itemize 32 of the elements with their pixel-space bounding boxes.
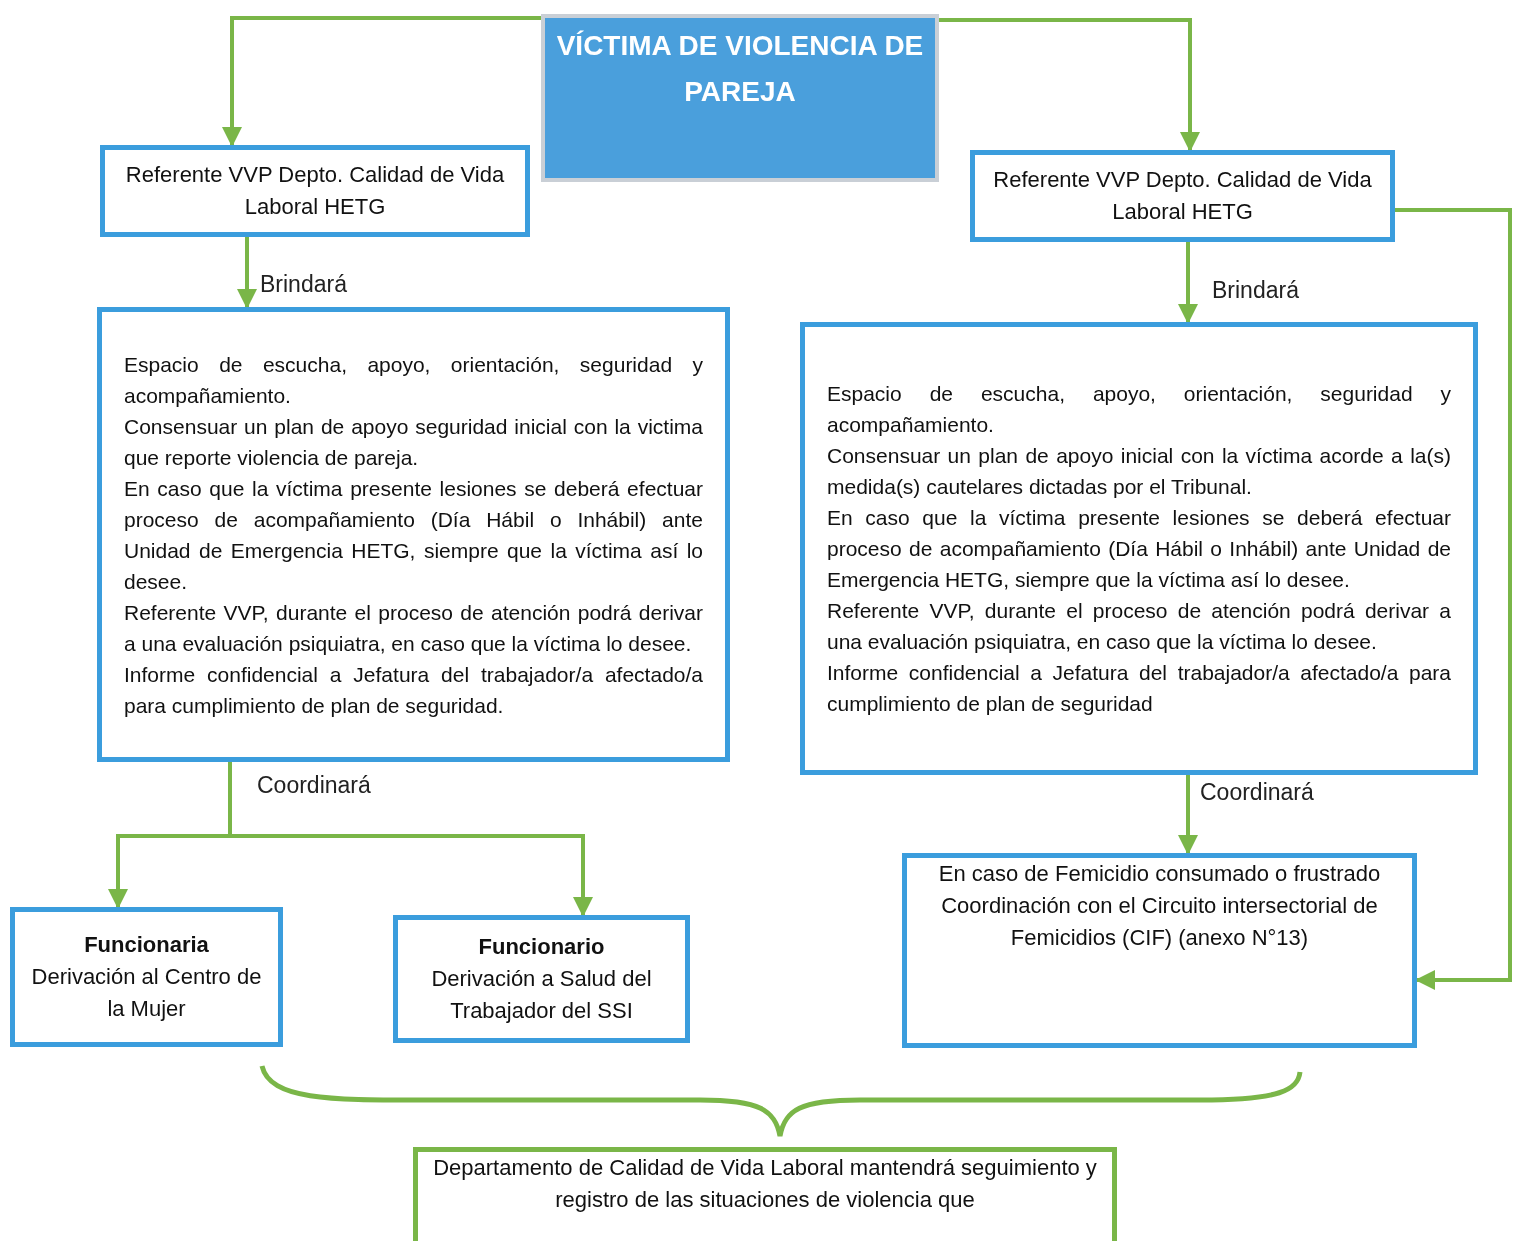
arrow [228,762,593,917]
body-text: Referente VVP, durante el proceso de atención podrá derivar a una evaluación psiquiatra, en caso que la víctima lo desee. [827,598,1451,655]
box-text: Departamento de Calidad de Vida Laboral mantendrá seguimiento y registro de las situaciones de violencia que [432,1154,1098,1214]
body-text: Referente VVP, durante el proceso de atención podrá derivar a una evaluación psiquiatra, en caso que la víctima lo desee. [124,599,703,657]
arrow [1178,775,1198,855]
body-text: En caso que la víctima presente lesiones se deberá efectuar proceso de acompañamiento (Día Hábil o Inhábil) ante Unidad de Emergencia HETG, siempre que la víctima así lo desee. [124,475,703,595]
box-heading: Funcionario [477,933,606,961]
arrow [237,237,257,309]
box-heading: Funcionaria [83,931,210,959]
body-text: Informe confidencial a Jefatura del trabajador/a afectado/a para cumplimiento de plan de seguridad [827,660,1451,717]
process-box [10,907,283,1047]
process-box [97,307,730,762]
box-text: Referente VVP Depto. Calidad de Vida Laboral HETG [124,161,506,221]
process-box [100,145,530,237]
process-box [970,150,1395,242]
body-text: Informe confidencial a Jefatura del trabajador/a afectado/a para cumplimiento de plan de seguridad. [124,661,703,719]
body-text: En caso que la víctima presente lesiones se deberá efectuar proceso de acompañamiento (Día Hábil o Inhábil) ante Unidad de Emergencia HETG, siempre que la víctima así lo desee. [827,505,1451,593]
process-box [800,322,1478,775]
summary-box [413,1147,1117,1241]
box-text: Referente VVP Depto. Calidad de Vida Laboral HETG [992,166,1373,226]
body-text: Espacio de escucha, apoyo, orientación, seguridad y acompañamiento. [827,381,1451,438]
body-text: Consensuar un plan de apoyo inicial con la víctima acorde a la(s) medida(s) cautelares dictadas por el Tribunal. [827,443,1451,500]
process-box [902,853,1417,1048]
box-text: Derivación a Salud del Trabajador del SSI [430,965,653,1025]
process-box [393,915,690,1043]
body-text: Consensuar un plan de apoyo seguridad inicial con la victima que reporte violencia de pareja. [124,413,703,471]
box-text: En caso de Femicidio consumado o frustrado Coordinación con el Circuito intersectorial de Femicidios (CIF) (anexo N°13) [937,860,1382,952]
arrow [1178,242,1198,324]
arrow [1395,208,1512,990]
title-text: VÍCTIMA DE VIOLENCIA DE PAREJA [555,29,925,109]
box-text: Derivación al Centro de la Mujer [30,963,263,1023]
body-text: Espacio de escucha, apoyo, orientación, seguridad y acompañamiento. [124,351,703,409]
